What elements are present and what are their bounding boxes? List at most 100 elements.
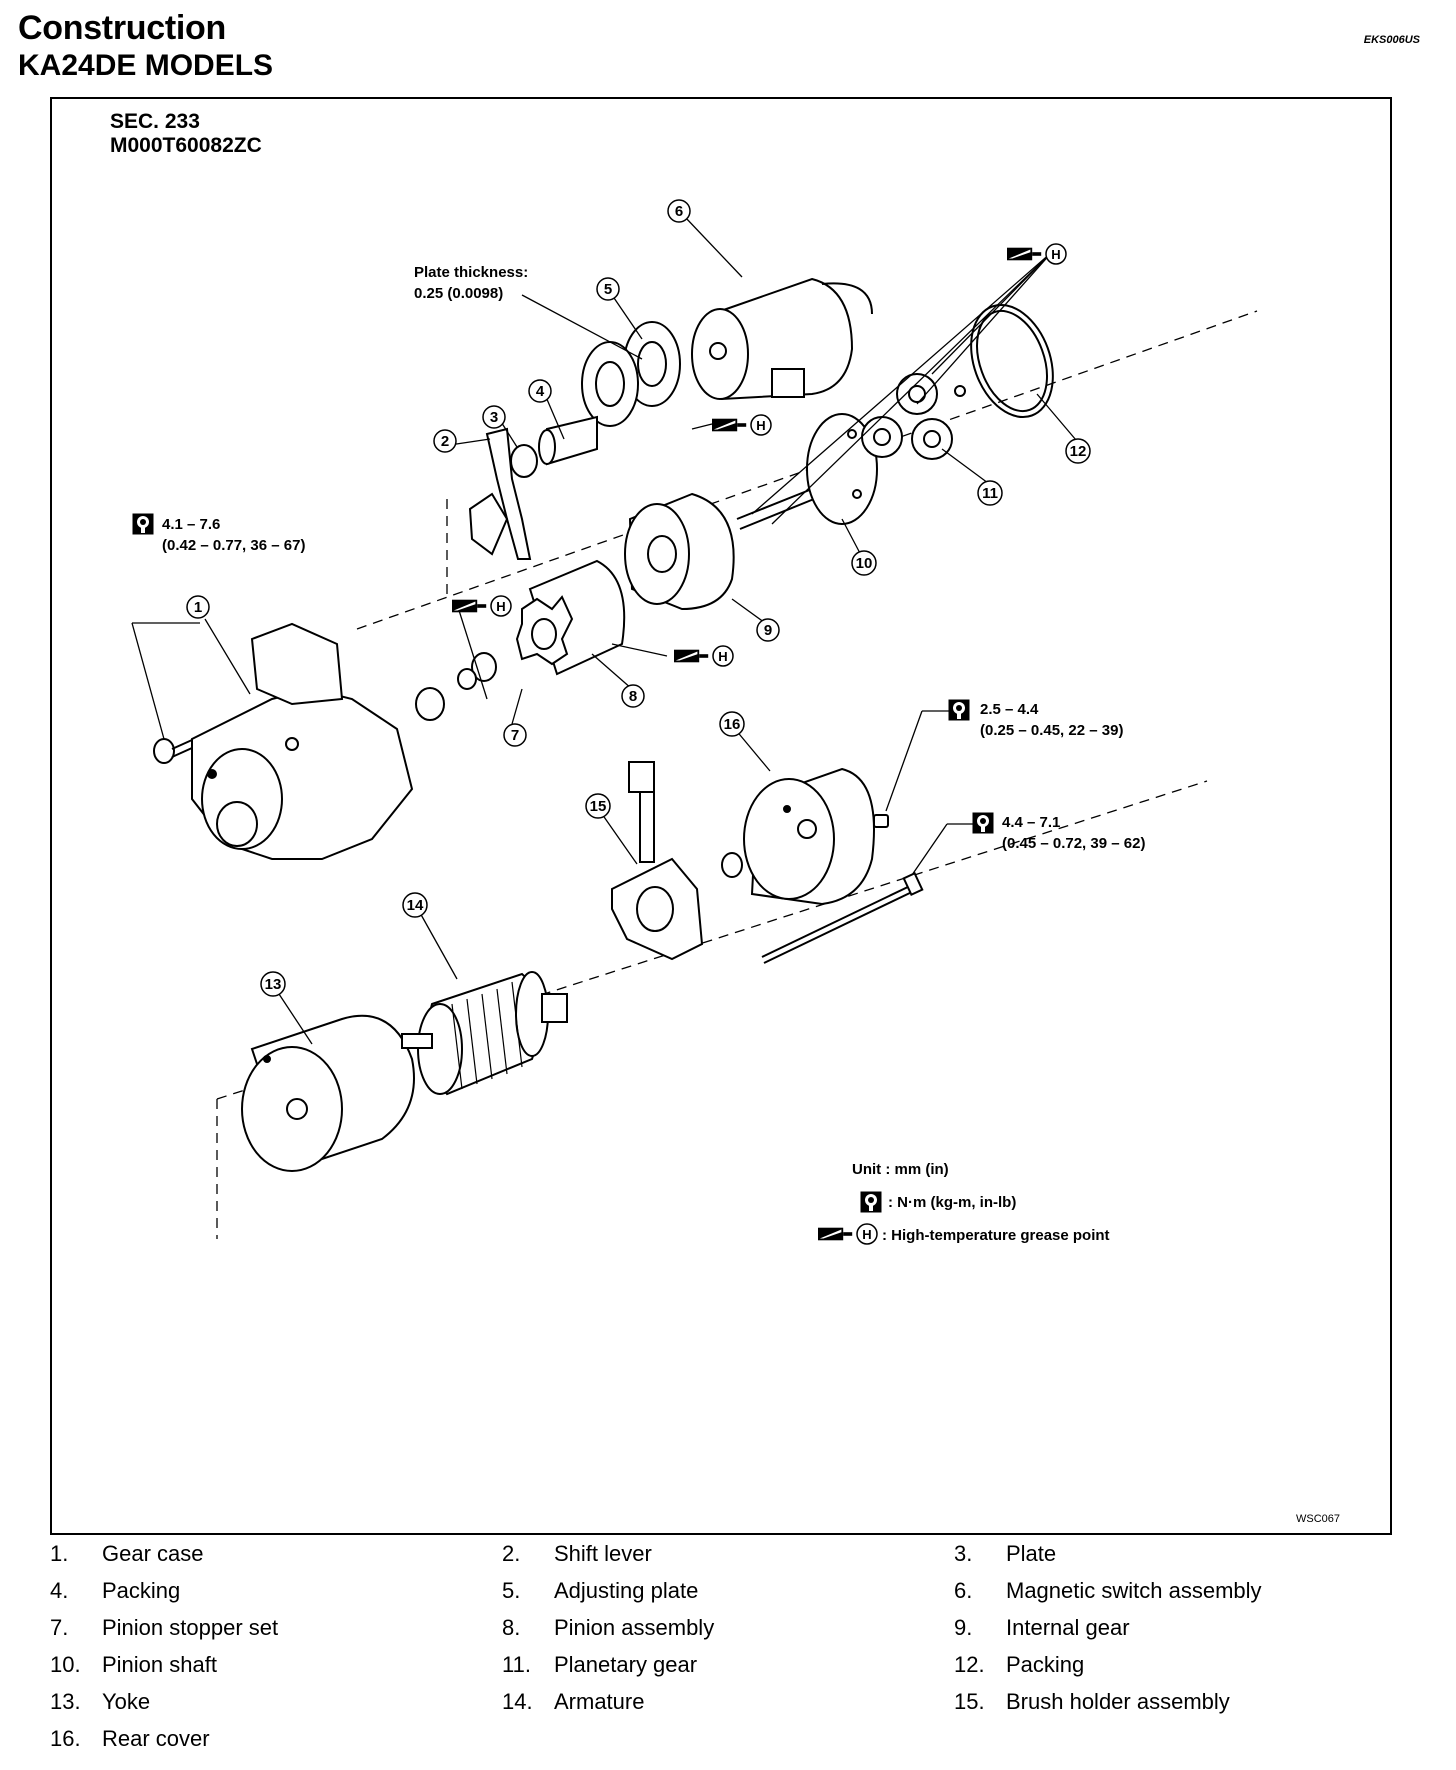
packing-ring: [970, 303, 1054, 419]
planetary-gears: [861, 373, 966, 460]
legend-item: 12.Packing: [954, 1652, 1085, 1677]
figure-frame: [50, 97, 1392, 1535]
svg-text:9: 9: [764, 622, 772, 639]
exploded-view-diagram: 1 2 3 4 5 6 7 8 9 10 11 12 13 14 15 16 P…: [131, 199, 1258, 1245]
torque-2-units: (0.25 – 0.45, 22 – 39): [980, 722, 1123, 739]
svg-text:7: 7: [511, 727, 519, 744]
plate: [510, 444, 538, 478]
callout-11: 11: [977, 480, 1003, 506]
callout-13: 13: [260, 971, 286, 997]
section-number: SEC. 233: [110, 110, 200, 133]
svg-text:H: H: [1051, 247, 1060, 262]
screw: [873, 814, 889, 828]
grease-legend-marker: H: [818, 1223, 878, 1245]
callout-16: 16: [719, 711, 745, 737]
legend-item: 4.Packing: [50, 1578, 181, 1603]
svg-text:6: 6: [675, 203, 683, 220]
page-title: Construction: [18, 9, 226, 47]
torque-2-range: 2.5 – 4.4: [980, 701, 1039, 718]
unit-label: Unit : mm (in): [852, 1161, 949, 1178]
legend-item: 6.Magnetic switch assembly: [954, 1578, 1262, 1603]
callout-3: 3: [482, 405, 506, 429]
torque-1-range: 4.1 – 7.6: [162, 516, 220, 533]
svg-text:2: 2: [441, 433, 449, 450]
callouts: 1 2 3 4 5 6 7 8 9 10 11 12 13 14 15 16: [186, 199, 1091, 997]
torque-unit-label: : N·m (kg-m, in-lb): [888, 1194, 1016, 1211]
legend-item: 13.Yoke: [50, 1689, 151, 1714]
callout-8: 8: [621, 684, 645, 708]
packing-sleeve: [538, 415, 598, 466]
torque-wrench-icon: [972, 812, 994, 834]
grease-marker-top: H: [1007, 243, 1067, 265]
torque-wrench-icon: [132, 513, 154, 535]
through-bolt: [761, 871, 924, 964]
callout-12: 12: [1065, 438, 1091, 464]
svg-text:H: H: [718, 649, 727, 664]
magnetic-switch-assembly: [691, 277, 873, 401]
callout-4: 4: [528, 379, 552, 403]
model-code: M000T60082ZC: [110, 134, 262, 157]
svg-text:16: 16: [724, 716, 741, 733]
svg-text:H: H: [496, 599, 505, 614]
callout-14: 14: [402, 892, 428, 918]
callout-9: 9: [756, 618, 780, 642]
legend-item: 11.Planetary gear: [502, 1652, 698, 1677]
leader-lines: [131, 216, 1077, 1045]
legend-item: 14.Armature: [502, 1689, 645, 1714]
torque-1-units: (0.42 – 0.77, 36 – 67): [162, 537, 305, 554]
svg-text:H: H: [756, 418, 765, 433]
internal-gear: [624, 492, 735, 611]
svg-text:4: 4: [536, 383, 545, 400]
svg-text:14: 14: [407, 897, 424, 914]
legend-item: 15.Brush holder assembly: [954, 1689, 1230, 1714]
grease-legend-label: : High-temperature grease point: [882, 1227, 1110, 1244]
svg-text:8: 8: [629, 688, 637, 705]
callout-15: 15: [585, 793, 611, 819]
legend-item: 3.Plate: [954, 1541, 1057, 1566]
page-subtitle: KA24DE MODELS: [18, 49, 274, 82]
brush-holder-assembly: [611, 761, 704, 961]
grease-marker-pinion: H: [674, 645, 734, 667]
torque-wrench-icon: [948, 699, 970, 721]
grease-marker-switch: H: [712, 414, 772, 436]
gear-case: [191, 622, 414, 860]
bushing: [721, 852, 743, 878]
svg-text:10: 10: [856, 555, 873, 572]
plate-thickness-value: 0.25 (0.0098): [414, 285, 503, 302]
svg-text:1: 1: [194, 599, 202, 616]
armature: [401, 971, 568, 1096]
svg-text:12: 12: [1070, 443, 1087, 460]
rear-cover: [743, 767, 875, 906]
svg-text:H: H: [862, 1227, 871, 1242]
legend-item: 9.Internal gear: [954, 1615, 1130, 1640]
pinion-stopper-set: [415, 652, 497, 721]
torque-3-units: (0.45 – 0.72, 39 – 62): [1002, 835, 1145, 852]
legend-item: 8.Pinion assembly: [502, 1615, 715, 1640]
svg-text:5: 5: [604, 281, 612, 298]
gear-case-bolt: [153, 738, 193, 764]
svg-text:13: 13: [265, 976, 282, 993]
torque-wrench-icon: [860, 1191, 882, 1213]
yoke: [241, 1014, 415, 1172]
legend-item: 10.Pinion shaft: [50, 1652, 217, 1677]
legend-item: 1.Gear case: [50, 1541, 204, 1566]
callout-5: 5: [596, 277, 620, 301]
callout-10: 10: [851, 550, 877, 576]
grease-marker-stopper: H: [452, 595, 512, 617]
legend-item: 2.Shift lever: [502, 1541, 652, 1566]
shift-lever: [468, 427, 532, 560]
section-info: SEC. 233 M000T60082ZC: [110, 110, 262, 158]
legend-item: 7.Pinion stopper set: [50, 1615, 279, 1640]
pinion-shaft: [736, 413, 878, 530]
packing-gasket: [581, 341, 639, 427]
doc-code: EKS006US: [1363, 34, 1420, 46]
plate-thickness-label: Plate thickness:: [414, 264, 528, 281]
figure-code: WSC067: [1296, 1513, 1341, 1525]
svg-text:15: 15: [590, 798, 607, 815]
svg-text:3: 3: [490, 409, 498, 426]
svg-text:11: 11: [982, 485, 998, 502]
legend-item: 16.Rear cover: [50, 1726, 210, 1751]
callout-7: 7: [503, 723, 527, 747]
torque-3-range: 4.4 – 7.1: [1002, 814, 1060, 831]
callout-1: 1: [186, 595, 210, 619]
